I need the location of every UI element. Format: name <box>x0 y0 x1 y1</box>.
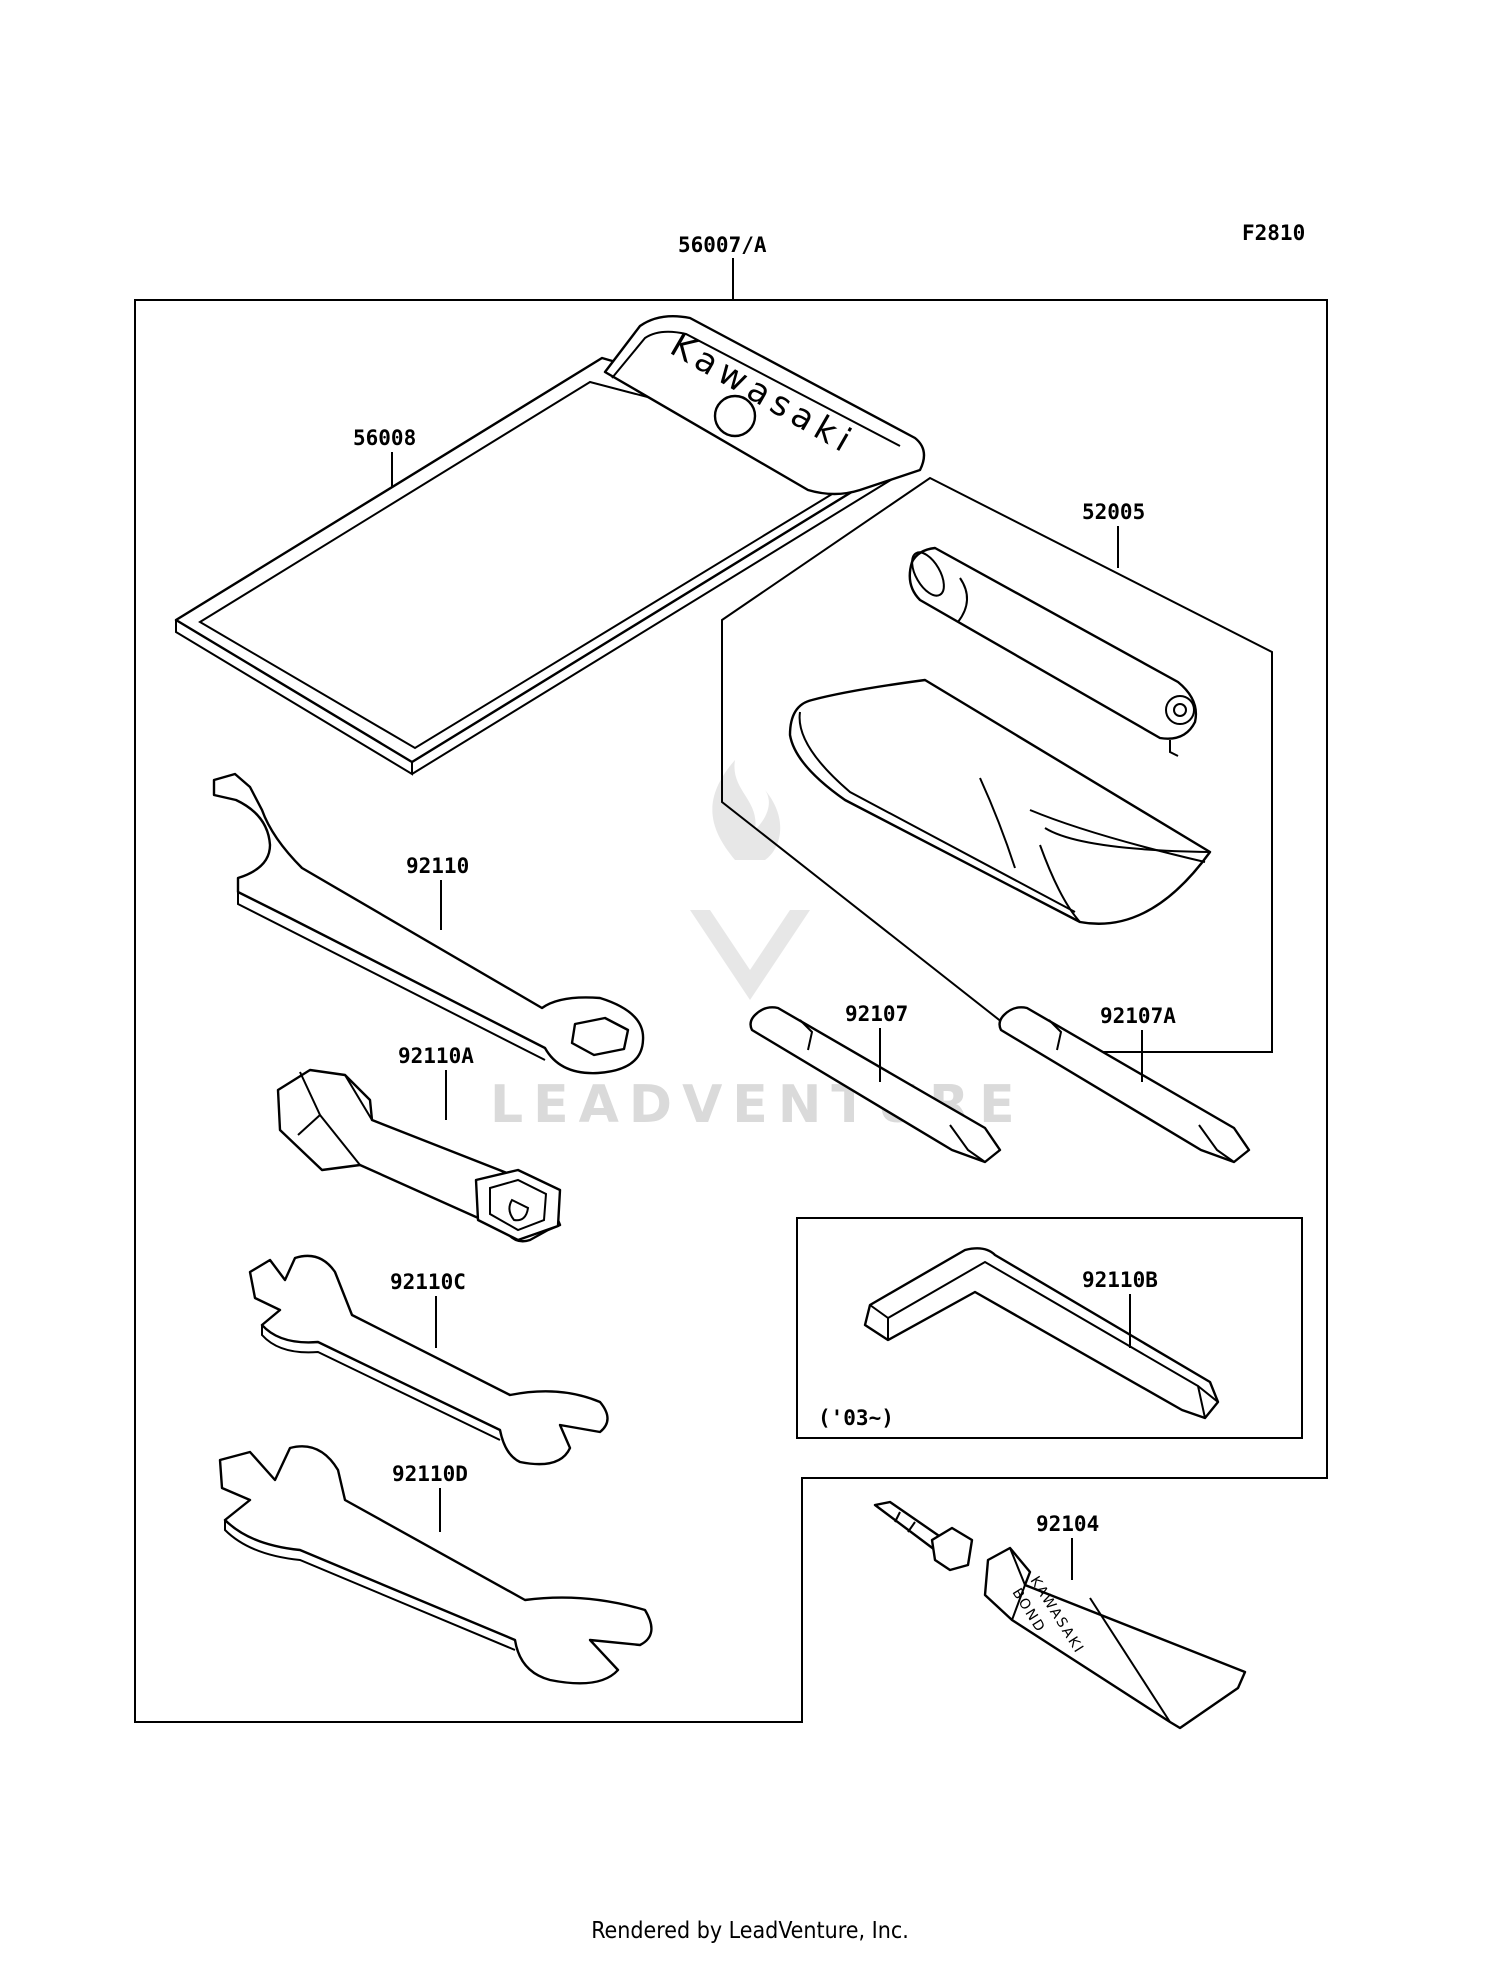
open-end-wrench[interactable]: 92110C <box>248 1254 609 1466</box>
screwdriver-bit[interactable]: 92107 <box>749 1002 1002 1164</box>
part-label-56008[interactable]: 56008 <box>353 426 416 450</box>
part-label-92110C[interactable]: 92110C <box>390 1270 466 1294</box>
part-label-92110B[interactable]: 92110B <box>1082 1268 1158 1292</box>
large-open-end-wrench[interactable]: 92110D <box>218 1445 653 1685</box>
hex-key-group[interactable]: 92110B ('03~) <box>796 1217 1303 1439</box>
part-label-92110D[interactable]: 92110D <box>392 1462 468 1486</box>
kit-frame <box>721 476 1273 1053</box>
box-wrench[interactable]: 92110A <box>276 1044 562 1243</box>
screwdriver-bit-a[interactable]: 92107A <box>998 1004 1251 1164</box>
part-label-56007A[interactable]: 56007/A <box>678 233 767 257</box>
tool-pouch[interactable]: Kawasaki 56008 <box>174 315 926 776</box>
applicable-year-note: ('03~) <box>818 1406 894 1430</box>
patch-kit-group[interactable]: 52005 <box>721 476 1273 1053</box>
part-label-92110[interactable]: 92110 <box>406 854 469 878</box>
main-frame <box>134 299 1328 1723</box>
hex-key-frame <box>796 1217 1303 1439</box>
part-label-52005[interactable]: 52005 <box>1082 500 1145 524</box>
footer-credit: Rendered by LeadVenture, Inc. <box>591 1918 909 1944</box>
diagram-code: F2810 <box>1242 221 1305 245</box>
part-label-92104[interactable]: 92104 <box>1036 1512 1099 1536</box>
spanner-wrench[interactable]: 92110 <box>212 772 645 1075</box>
bond-tube[interactable]: KAWASAKI BOND 92104 <box>873 1500 1247 1730</box>
part-label-92107A[interactable]: 92107A <box>1100 1004 1176 1028</box>
part-label-92110A[interactable]: 92110A <box>398 1044 474 1068</box>
part-label-92107[interactable]: 92107 <box>845 1002 908 1026</box>
